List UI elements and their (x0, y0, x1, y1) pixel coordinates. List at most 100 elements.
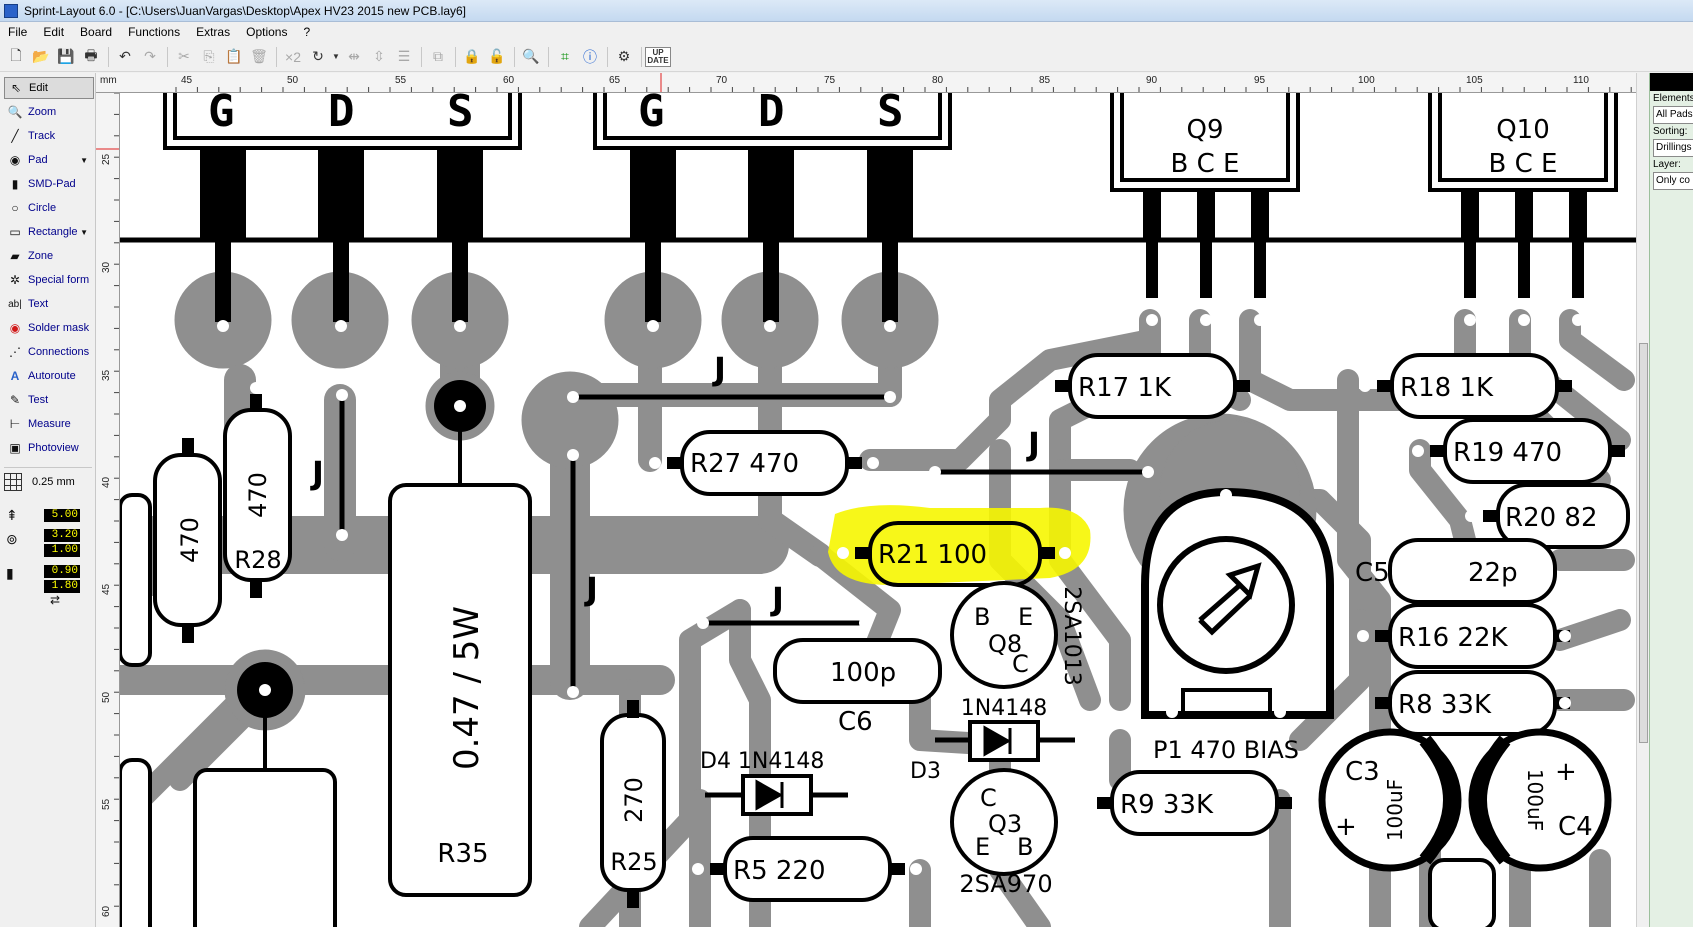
q10-label: Q10 (1496, 115, 1550, 145)
menu-bar: File Edit Board Functions Extras Options… (0, 22, 1693, 42)
chevron-down-icon[interactable]: ▼ (80, 227, 88, 237)
chevron-down-icon[interactable]: ▼ (80, 155, 88, 165)
smd-height-field[interactable]: 1.80 (44, 580, 80, 593)
new-file-icon[interactable]: 🗋 (10, 46, 22, 63)
pad-outer-field[interactable]: 3.20 (44, 529, 80, 542)
tool-text[interactable]: ab|Text (4, 293, 94, 315)
r-left-value: 470 (176, 517, 204, 563)
paste-icon[interactable]: 📋 (225, 48, 243, 64)
tool-solder-mask[interactable]: ◉Solder mask (4, 317, 94, 339)
swap-icon[interactable]: ⇄ (50, 593, 61, 607)
r35-label: R35 (437, 839, 488, 869)
tool-panel: ⇖Edit 🔍Zoom ╱Track ◉Pad▼ ▮SMD-Pad ○Circl… (0, 73, 96, 927)
tool-edit[interactable]: ⇖Edit (4, 77, 94, 99)
tool-connections[interactable]: ⋰Connections (4, 341, 94, 363)
scrollbar-thumb[interactable] (1639, 343, 1648, 743)
zoom-search-icon[interactable]: 🔍 (522, 48, 540, 64)
cut-icon[interactable]: ✂ (178, 48, 190, 64)
copy-icon[interactable]: ⎘ (203, 48, 215, 64)
tool-pad[interactable]: ◉Pad▼ (4, 149, 94, 171)
r8-label: R8 33K (1398, 690, 1492, 720)
smd-width-field[interactable]: 0.90 (44, 565, 80, 578)
c6-value: 100p (830, 658, 896, 688)
duplicate-button[interactable]: ×2 (285, 48, 301, 65)
fet-g1: G (208, 93, 235, 137)
ruler-tick-label: 65 (609, 75, 621, 86)
r5-label: R5 220 (733, 856, 826, 886)
toolbar-separator (276, 46, 277, 67)
group-icon[interactable]: ⧉ (433, 48, 443, 64)
crop-icon[interactable]: ⌗ (561, 48, 569, 64)
r35-value: 0.47 / 5W (447, 606, 487, 770)
tool-label: Edit (29, 82, 48, 94)
save-icon[interactable]: 💾 (57, 48, 75, 64)
pad-inner-field[interactable]: 1.00 (44, 544, 80, 557)
open-folder-icon[interactable]: 📂 (32, 48, 50, 64)
d4-body (741, 774, 813, 816)
tool-special-form[interactable]: ✲Special form (4, 269, 94, 291)
mirror-horizontal-icon[interactable]: ⇹ (348, 48, 360, 64)
toolbar-separator (167, 46, 168, 67)
layer-select[interactable]: Only co (1653, 172, 1693, 190)
menu-file[interactable]: File (8, 25, 28, 39)
sorting-label: Sorting: (1653, 126, 1688, 137)
photoview-icon: ▣ (9, 441, 21, 455)
ruler-top: mm 45 50 55 60 65 70 75 80 85 90 95 100 … (96, 73, 1649, 93)
grid-selector[interactable]: 0.25 mm (4, 467, 92, 491)
print-icon[interactable]: 🖶 (84, 46, 98, 63)
d3-label: D3 (910, 759, 941, 784)
tool-smd-pad[interactable]: ▮SMD-Pad (4, 173, 94, 195)
q3-label: Q3 (988, 810, 1022, 838)
track-width-field[interactable]: 5.00 (44, 509, 80, 522)
elements-select[interactable]: All Pads (1653, 106, 1693, 124)
menu-edit[interactable]: Edit (43, 25, 65, 39)
undo-icon[interactable]: ↶ (119, 48, 131, 64)
rotate-icon[interactable]: ↻ (312, 48, 324, 64)
pcb-canvas[interactable]: G D S G D S (120, 93, 1644, 927)
ruler-tick-label: 85 (1039, 75, 1051, 86)
zoom-icon: 🔍 (7, 105, 23, 119)
info-icon[interactable]: ⓘ (583, 48, 597, 65)
rotate-dropdown-icon[interactable]: ▼ (332, 52, 340, 61)
gear-icon[interactable]: ⚙ (617, 48, 631, 64)
rectangle-icon: ▭ (9, 225, 21, 239)
align-icon[interactable]: ☰ (397, 48, 411, 64)
redo-icon[interactable]: ↷ (144, 48, 156, 64)
tool-circle[interactable]: ○Circle (4, 197, 94, 219)
toolbar-separator (455, 46, 456, 67)
tool-label: Measure (28, 418, 71, 430)
menu-extras[interactable]: Extras (196, 25, 231, 39)
menu-help[interactable]: ? (303, 25, 311, 39)
tool-photoview[interactable]: ▣Photoview (4, 437, 94, 459)
tool-label: Special form (28, 274, 90, 286)
lock-icon[interactable]: 🔒 (463, 48, 481, 64)
menu-functions[interactable]: Functions (128, 25, 181, 39)
menu-options[interactable]: Options (246, 25, 288, 39)
grid-icon (4, 472, 22, 491)
right-panel: Elements All Pads Sorting: Drillings Lay… (1649, 73, 1693, 927)
r28-label: R28 (234, 546, 281, 574)
q3-b: B (1017, 833, 1033, 861)
tool-test[interactable]: ✎Test (4, 389, 94, 411)
tool-measure[interactable]: ⊢Measure (4, 413, 94, 435)
delete-icon[interactable]: 🗑 (250, 48, 268, 64)
ruler-unit: mm (100, 75, 117, 86)
ruler-top-ticks (175, 73, 1632, 92)
fet-d1: D (328, 93, 355, 137)
jumpers (339, 394, 1148, 692)
smd-size-icon: ▮ (6, 565, 14, 581)
sorting-select[interactable]: Drillings (1653, 139, 1693, 157)
unlock-icon[interactable]: 🔓 (488, 48, 506, 64)
tool-zoom[interactable]: 🔍Zoom (4, 101, 94, 123)
vertical-scrollbar[interactable] (1636, 73, 1649, 927)
tool-rectangle[interactable]: ▭Rectangle▼ (4, 221, 94, 243)
tool-label: Circle (28, 202, 57, 214)
menu-board[interactable]: Board (80, 25, 113, 39)
tool-zone[interactable]: ▰Zone (4, 245, 94, 267)
c3-label: C3 (1345, 757, 1380, 787)
mirror-vertical-icon[interactable]: ⇳ (373, 48, 385, 64)
tool-label: Solder mask (28, 322, 90, 334)
tool-track[interactable]: ╱Track (4, 125, 94, 147)
